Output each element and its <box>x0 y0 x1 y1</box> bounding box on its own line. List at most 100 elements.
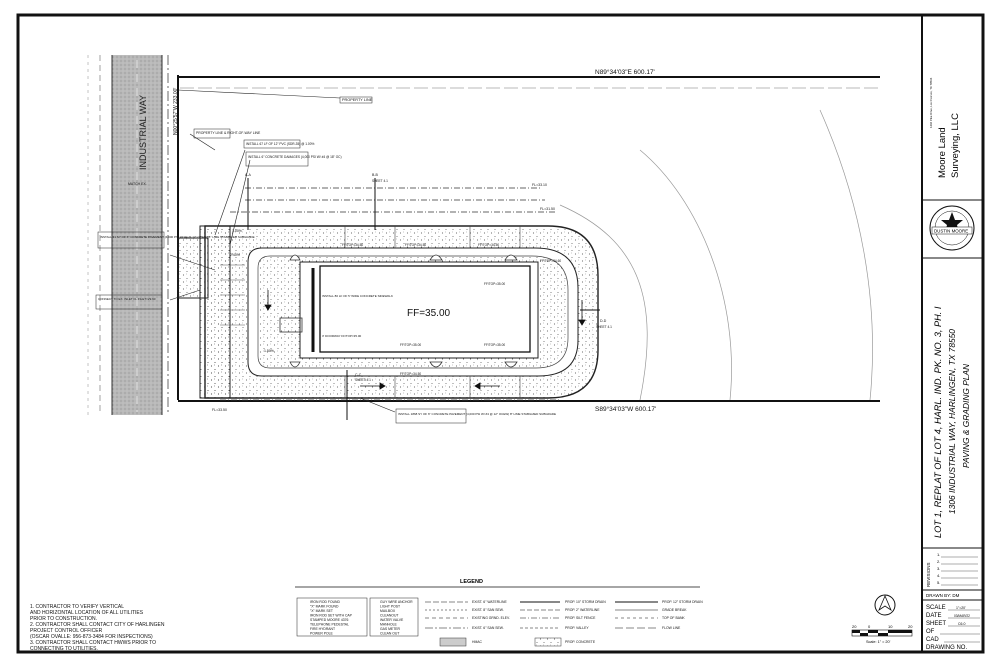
scale-value: 1"=20' <box>956 606 966 610</box>
date-label: DATE <box>926 613 942 619</box>
pavement-note-top: INSTALL 6" CONCRETE DAMAGES (4,000 PSI W… <box>248 155 342 159</box>
curb-note: INSTALL 67 LF OF 12" PVC (SDR-35) @ 1.00… <box>246 142 314 146</box>
svg-text:PRIOR TO CONSTRUCTION.: PRIOR TO CONSTRUCTION. <box>30 616 97 622</box>
rev-5: 5. <box>937 580 940 585</box>
legend-c3-2: EXISTING GRND. ELEV. <box>472 616 510 620</box>
cad-label: CAD <box>926 637 939 643</box>
legend-c1-6: FIRE HYDRANT <box>310 627 335 631</box>
title-block: Moore Land Surveying, LLC 1406 Pike Driv… <box>922 77 983 651</box>
bearing-north: N89°34'03"E 600.17' <box>595 68 655 76</box>
title-line-3: PAVING & GRADING PLAN <box>961 363 971 468</box>
section-aa-label: A-A <box>245 173 252 177</box>
top-tag-2: FF/TOP=34.50 <box>405 243 426 247</box>
legend-c1-1: "X" MARK FOUND <box>310 605 339 609</box>
legend-c2-6: GAS METER <box>380 627 401 631</box>
sheet-ref-1: SHEET 4.1 <box>372 179 388 183</box>
revisions-label: REVISIONS <box>926 562 931 587</box>
scale-tick-3: 20 <box>908 624 913 629</box>
section-cc-label: C-C <box>355 373 362 377</box>
sheet-ref-2: SHEET 4.1 <box>355 378 371 382</box>
fl-right-label: FL=31.50 <box>540 207 555 211</box>
legend-c5-2: TOP OF BANK <box>662 616 685 620</box>
legend-c3-3: EXIST. 6" SAN SEW. <box>472 626 504 630</box>
legend-c4-1: PROP. 2" WATERLINE <box>565 608 600 612</box>
scale-tick-2: 10 <box>888 624 893 629</box>
company-name-2: Surveying, LLC <box>950 113 961 178</box>
bot-tag-4: FF/TOP=34.50 <box>400 372 421 376</box>
grade-3: 1.50% <box>264 349 274 353</box>
north-arrow-icon <box>874 594 896 616</box>
connect-note: CONNECT TO EX. INLET FL INLET=29.60 <box>98 297 156 301</box>
bearing-west: N00°25'57"W 233.00' <box>173 88 179 135</box>
section-bb-label: B-B <box>372 173 379 177</box>
legend-c1-7: POWER POLE <box>310 632 334 636</box>
title-line-2: 1306 INDUSTRIAL WAY, HARLINGEN, TX 78550 <box>947 329 957 514</box>
legend-c3-1: EXIST. 8" SAN SEW. <box>472 608 504 612</box>
property-row-label: PROPERTY LINE & RIGHT-OF-WAY LINE <box>196 131 261 135</box>
svg-text:AND HORIZONTAL LOCATION OF ALL: AND HORIZONTAL LOCATION OF ALL UTILITIES <box>30 610 144 616</box>
rev-2: 2. <box>937 559 940 564</box>
legend-c5-3: FLOW LINE <box>662 626 681 630</box>
flow-arrows <box>264 290 586 390</box>
scale-tick-1: 0 <box>868 624 871 629</box>
svg-text:PROJECT CONTROL OFFICER: PROJECT CONTROL OFFICER <box>30 628 103 634</box>
legend-c2-3: CLEANOUT <box>380 614 398 618</box>
legend-c2-4: WATER VALVE <box>380 618 404 622</box>
company-name: Moore Land <box>937 127 948 178</box>
sheet-label: SHEET <box>926 621 946 627</box>
bearing-south: S89°34'03"W 600.17' <box>595 405 656 413</box>
bot-tag-3: FF/TOP=35.00 <box>484 282 505 286</box>
property-line-label: PROPERTY LINE <box>342 98 373 102</box>
legend-c1-5: TELEPHONE PEDESTAL <box>310 623 349 627</box>
scale-bar: 20 0 10 20 Scale: 1" = 20' <box>851 624 913 644</box>
legend-c3-0: EXIST. 6" WATERLINE <box>472 600 507 604</box>
drawing-no-label: DRAWING NO. <box>926 645 967 651</box>
top-tag-3: FF/TOP=34.50 <box>478 243 499 247</box>
fl-bottom-label: FL=33.50 <box>212 408 227 412</box>
legend-c4-2: PROP. SILT FENCE <box>565 616 596 620</box>
grade-2: 2.40% <box>230 253 240 257</box>
silt-fence-rows <box>220 187 560 401</box>
legend-title: LEGEND <box>460 579 483 585</box>
fl-top-label: FL=33.10 <box>532 183 547 187</box>
date-value: 03/MAR/22 <box>954 614 970 618</box>
sheet-value: C6.0 <box>958 622 965 626</box>
pavement-note-left: INSTALL 31 SY OF 6" CONCRETE PAVEMENT (4… <box>100 235 255 239</box>
doorway-note: 3' DOORWAY FF/TOP=35.00 <box>322 334 362 338</box>
scale-tick-0: 20 <box>852 624 857 629</box>
legend-c1-4: STAMPED MOORE 4376 <box>310 618 348 622</box>
grade-1: 1.00% <box>232 229 242 233</box>
legend-c4-3: PROP. VALLEY <box>565 626 589 630</box>
finished-floor-label: FF=35.00 <box>407 308 451 319</box>
legend-c4-0: PROP. 10" STORM DRAIN <box>565 600 606 604</box>
legend-c1-0: IRON ROD FOUND <box>310 600 341 604</box>
legend-c3-4: HMAC <box>472 640 483 644</box>
legend-c2-7: CLEAN OUT <box>380 632 399 636</box>
drawn-by: DRAWN BY: DM <box>926 593 960 598</box>
sheet-ref-3: SHEET 4.1 <box>596 325 612 329</box>
legend-c1-2: "X" MARK SET <box>310 609 333 613</box>
pavement-note-bottom: INSTALL 1868 SY OF 6" CONCRETE PAVEMENT … <box>398 412 556 416</box>
rev-4: 4. <box>937 573 940 578</box>
outer-border <box>16 13 985 654</box>
legend-c5-0: PROP. 12" STORM DRAIN <box>662 600 703 604</box>
surveyor-seal-icon: DUSTIN MOORE <box>929 205 975 251</box>
legend: LEGEND IRON ROD FOUND "X" MARK FOUND "X"… <box>295 579 703 647</box>
legend-c1-3: IRON ROD SET WITH CAP <box>310 614 353 618</box>
of-label: OF <box>926 629 935 635</box>
title-line-1: LOT 1, REPLAT OF LOT 4, HARL. IND. PK. N… <box>933 306 943 538</box>
general-notes: 1. CONTRACTOR TO VERIFY VERTICAL AND HOR… <box>30 604 165 652</box>
bot-tag-2: FF/TOP=35.00 <box>484 343 505 347</box>
parking-islands <box>289 254 518 368</box>
top-tag-4: FF/TOP=34.60 <box>540 259 561 263</box>
scale-label: SCALE <box>926 605 946 611</box>
legend-c2-1: LIGHT POST <box>380 605 400 609</box>
rev-1: 1. <box>937 552 940 557</box>
legend-c2-0: GUY WIRE ANCHOR <box>380 600 413 604</box>
driveway <box>177 237 209 299</box>
top-tag-1: FF/TOP=34.50 <box>342 243 363 247</box>
scale-caption: Scale: 1" = 20' <box>866 640 891 644</box>
legend-c2-5: MANHOLE <box>380 623 398 627</box>
rev-3: 3. <box>937 566 940 571</box>
